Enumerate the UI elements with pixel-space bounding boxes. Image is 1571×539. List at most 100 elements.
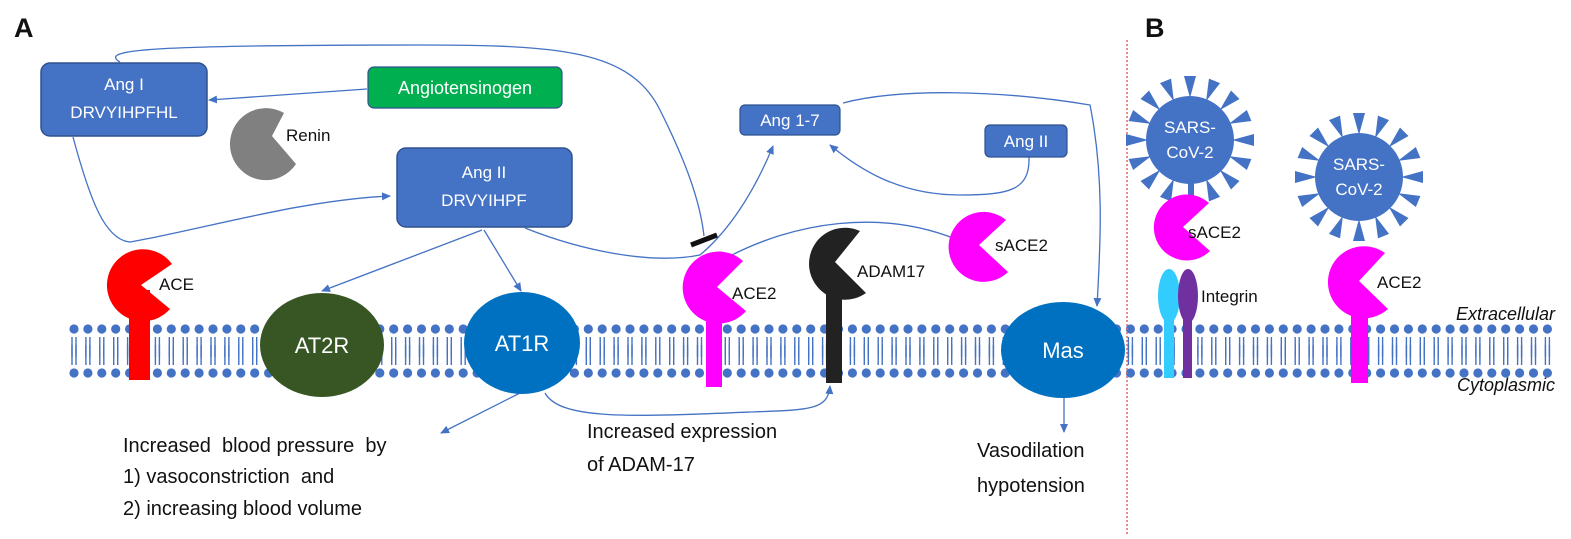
lipid-head xyxy=(847,324,858,334)
virus-spike xyxy=(1232,134,1254,146)
virus-spike xyxy=(1328,115,1343,139)
renin-enzyme-icon xyxy=(229,108,296,181)
lipid-head xyxy=(1306,368,1316,378)
lipid-head xyxy=(722,324,732,334)
lipid-head xyxy=(1320,368,1330,378)
lipid-head xyxy=(750,324,760,334)
lipid-head xyxy=(1264,324,1274,334)
lipid-head xyxy=(416,324,427,334)
virus1-label-line2: CoV-2 xyxy=(1166,143,1213,162)
lipid-head xyxy=(583,324,593,334)
lipid-head xyxy=(1153,324,1163,334)
lipid-head xyxy=(694,324,705,334)
ace2-receptor xyxy=(682,251,746,387)
lipid-head xyxy=(1417,368,1427,378)
lipid-head xyxy=(1237,324,1247,334)
lipid-head xyxy=(430,324,440,334)
lipid-head xyxy=(152,324,162,334)
virus-spike xyxy=(1328,215,1343,239)
vasodilation-text-line1: Vasodilation xyxy=(977,440,1084,462)
lipid-head xyxy=(1306,324,1316,334)
lipid-head xyxy=(236,324,246,334)
virus-spike xyxy=(1219,90,1240,111)
lipid-head xyxy=(111,324,121,334)
ang1-node: Ang I DRVYIHPFHL xyxy=(40,62,208,137)
lipid-head xyxy=(1528,368,1539,378)
ang2-node: Ang II DRVYIHPF xyxy=(396,147,573,228)
lipid-head xyxy=(250,368,260,378)
blood-pressure-text-line2: 1) vasoconstriction and xyxy=(123,466,334,488)
lipid-head xyxy=(1501,368,1511,378)
lipid-head xyxy=(97,368,107,378)
ang17-label: Ang 1-7 xyxy=(760,111,820,130)
lipid-head xyxy=(152,368,162,378)
vasodilation-text-line2: hypotension xyxy=(977,475,1085,497)
ang2-small-label: Ang II xyxy=(1004,132,1048,151)
ang2-label: Ang II xyxy=(462,163,506,182)
mas-label: Mas xyxy=(1042,338,1084,363)
lipid-head xyxy=(458,324,468,334)
lipid-head xyxy=(806,368,816,378)
lipid-head xyxy=(972,324,983,334)
lipid-head xyxy=(764,368,774,378)
lipid-head xyxy=(653,324,663,334)
lipid-head xyxy=(653,368,663,378)
lipid-head xyxy=(1250,368,1261,378)
lipid-head xyxy=(597,368,607,378)
lipid-head xyxy=(1278,324,1288,334)
blood-pressure-text-line1: Increased blood pressure by xyxy=(123,435,387,457)
lipid-head xyxy=(1195,368,1205,378)
lipid-head xyxy=(1459,324,1469,334)
ace-receptor xyxy=(106,249,172,380)
lipid-head xyxy=(1501,324,1511,334)
lipid-head xyxy=(611,324,621,334)
arrow-ang1-to-ang2-via-ace xyxy=(72,136,391,243)
lipid-head xyxy=(1528,324,1539,334)
virus-spike xyxy=(1309,127,1330,148)
lipid-head xyxy=(208,324,218,334)
lipid-head xyxy=(1264,368,1274,378)
ang17-node: Ang 1-7 xyxy=(739,104,841,136)
integrin-label: Integrin xyxy=(1201,287,1258,306)
arrow-ang2-to-ang17-via-ace2 xyxy=(524,145,774,259)
virus-spike xyxy=(1297,193,1321,208)
sars-cov-2-virus-icon-2: SARS- CoV-2 xyxy=(1295,113,1423,241)
lipid-head xyxy=(1431,368,1441,378)
lipid-head xyxy=(875,324,885,334)
lipid-head xyxy=(597,324,607,334)
virus-spike xyxy=(1297,146,1321,161)
lipid-head xyxy=(931,368,941,378)
lipid-head xyxy=(166,368,176,378)
lipid-head xyxy=(97,324,107,334)
lipid-head xyxy=(778,368,788,378)
at2r-receptor: AT2R xyxy=(260,293,384,397)
lipid-head xyxy=(222,368,232,378)
lipid-head xyxy=(1334,368,1344,378)
arrow-sace2-to-ang17 xyxy=(829,144,1030,196)
lipid-head xyxy=(1292,324,1302,334)
lipid-head xyxy=(639,368,649,378)
lipid-head xyxy=(1334,324,1344,334)
ang2-sequence: DRVYIHPF xyxy=(441,191,527,210)
lipid-head xyxy=(792,368,802,378)
ang2-small-node: Ang II xyxy=(984,124,1068,158)
lipid-head xyxy=(847,368,858,378)
lipid-head xyxy=(389,368,399,378)
lipid-head xyxy=(1445,368,1455,378)
lipid-head xyxy=(403,368,413,378)
lipid-head xyxy=(917,368,927,378)
lipid-head xyxy=(1389,368,1400,378)
ace2-label: ACE2 xyxy=(732,284,776,303)
lipid-head xyxy=(945,324,955,334)
sace2-soluble-icon xyxy=(948,211,1008,282)
lipid-head xyxy=(792,324,802,334)
lipid-head xyxy=(222,324,232,334)
virus-spike xyxy=(1353,219,1365,241)
lipid-head xyxy=(764,324,774,334)
inhibition-ang1-to-ace2 xyxy=(115,44,705,237)
lipid-head xyxy=(1473,368,1483,378)
arrow-ace2-to-sace2 xyxy=(729,221,966,257)
lipid-head xyxy=(889,324,899,334)
virus-spike xyxy=(1228,109,1252,124)
lipid-head xyxy=(1473,324,1483,334)
